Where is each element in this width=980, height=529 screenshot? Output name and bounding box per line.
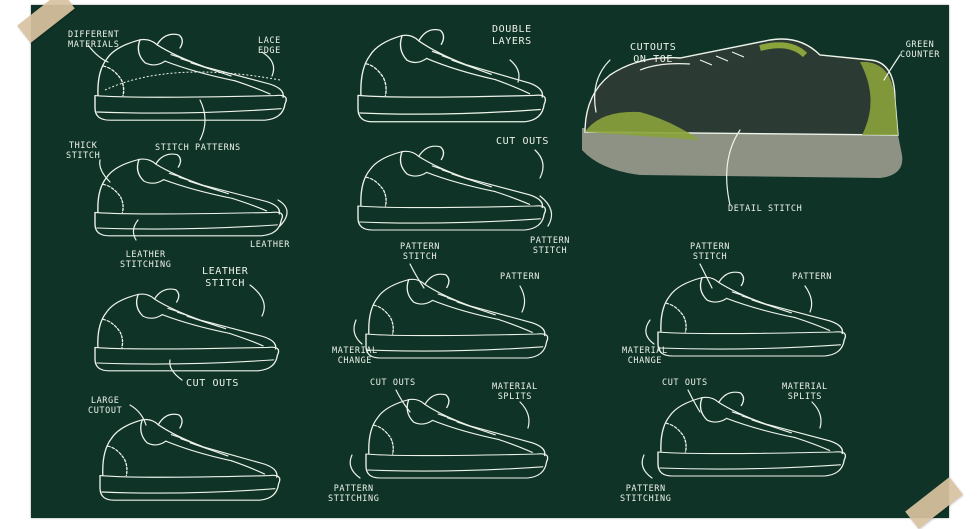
label-cut-outs-3: CUT OUTS [370,378,416,388]
label-cut-outs-4: CUT OUTS [662,378,708,388]
label-pattern-stitch-1: PATTERN STITCH [530,236,571,256]
label-pattern-stitch-3: PATTERN STITCH [690,242,731,262]
sketch-5 [94,288,280,372]
label-material-change-1: MATERIAL CHANGE [332,346,378,366]
label-cutouts-on-toe: CUTOUTS ON TOE [630,42,677,65]
sketch-7 [99,413,281,501]
sketch-1 [94,33,287,121]
label-leather: LEATHER [250,240,291,250]
label-pattern-stitching-2: PATTERN STITCHING [620,484,672,504]
label-pattern-stitch-2: PATTERN STITCH [400,242,441,262]
label-leather-stitching: LEATHER STITCHING [120,250,172,270]
label-green-counter: GREEN COUNTER [900,40,941,60]
label-material-splits-2: MATERIAL SPLITS [782,382,828,402]
label-cut-outs-2: CUT OUTS [496,136,549,147]
label-pattern-2: PATTERN [792,272,833,282]
label-lace-edge: LACE EDGE [258,36,281,56]
sketch-8 [365,393,549,479]
label-double-layers: DOUBLE LAYERS [492,24,532,47]
label-leather-stitch: LEATHER STITCH [202,266,249,289]
label-pattern-stitching-1: PATTERN STITCHING [328,484,380,504]
label-detail-stitch: DETAIL STITCH [728,204,803,214]
label-large-cutout: LARGE CUTOUT [88,396,123,416]
label-cut-outs-1: CUT OUTS [186,378,239,389]
sketch-11 [657,391,847,477]
label-stitch-patterns: STITCH PATTERNS [155,143,241,153]
label-material-splits-1: MATERIAL SPLITS [492,382,538,402]
sketch-4 [357,145,547,231]
label-material-change-2: MATERIAL CHANGE [622,346,668,366]
sketch-9 [582,38,903,178]
sketch-10 [657,271,847,357]
label-different-materials: DIFFERENT MATERIALS [68,30,120,50]
sketch-3 [94,153,284,237]
label-pattern-1: PATTERN [500,272,541,282]
label-thick-stitch: THICK STITCH [66,141,101,161]
annotation-arrows [87,44,901,479]
